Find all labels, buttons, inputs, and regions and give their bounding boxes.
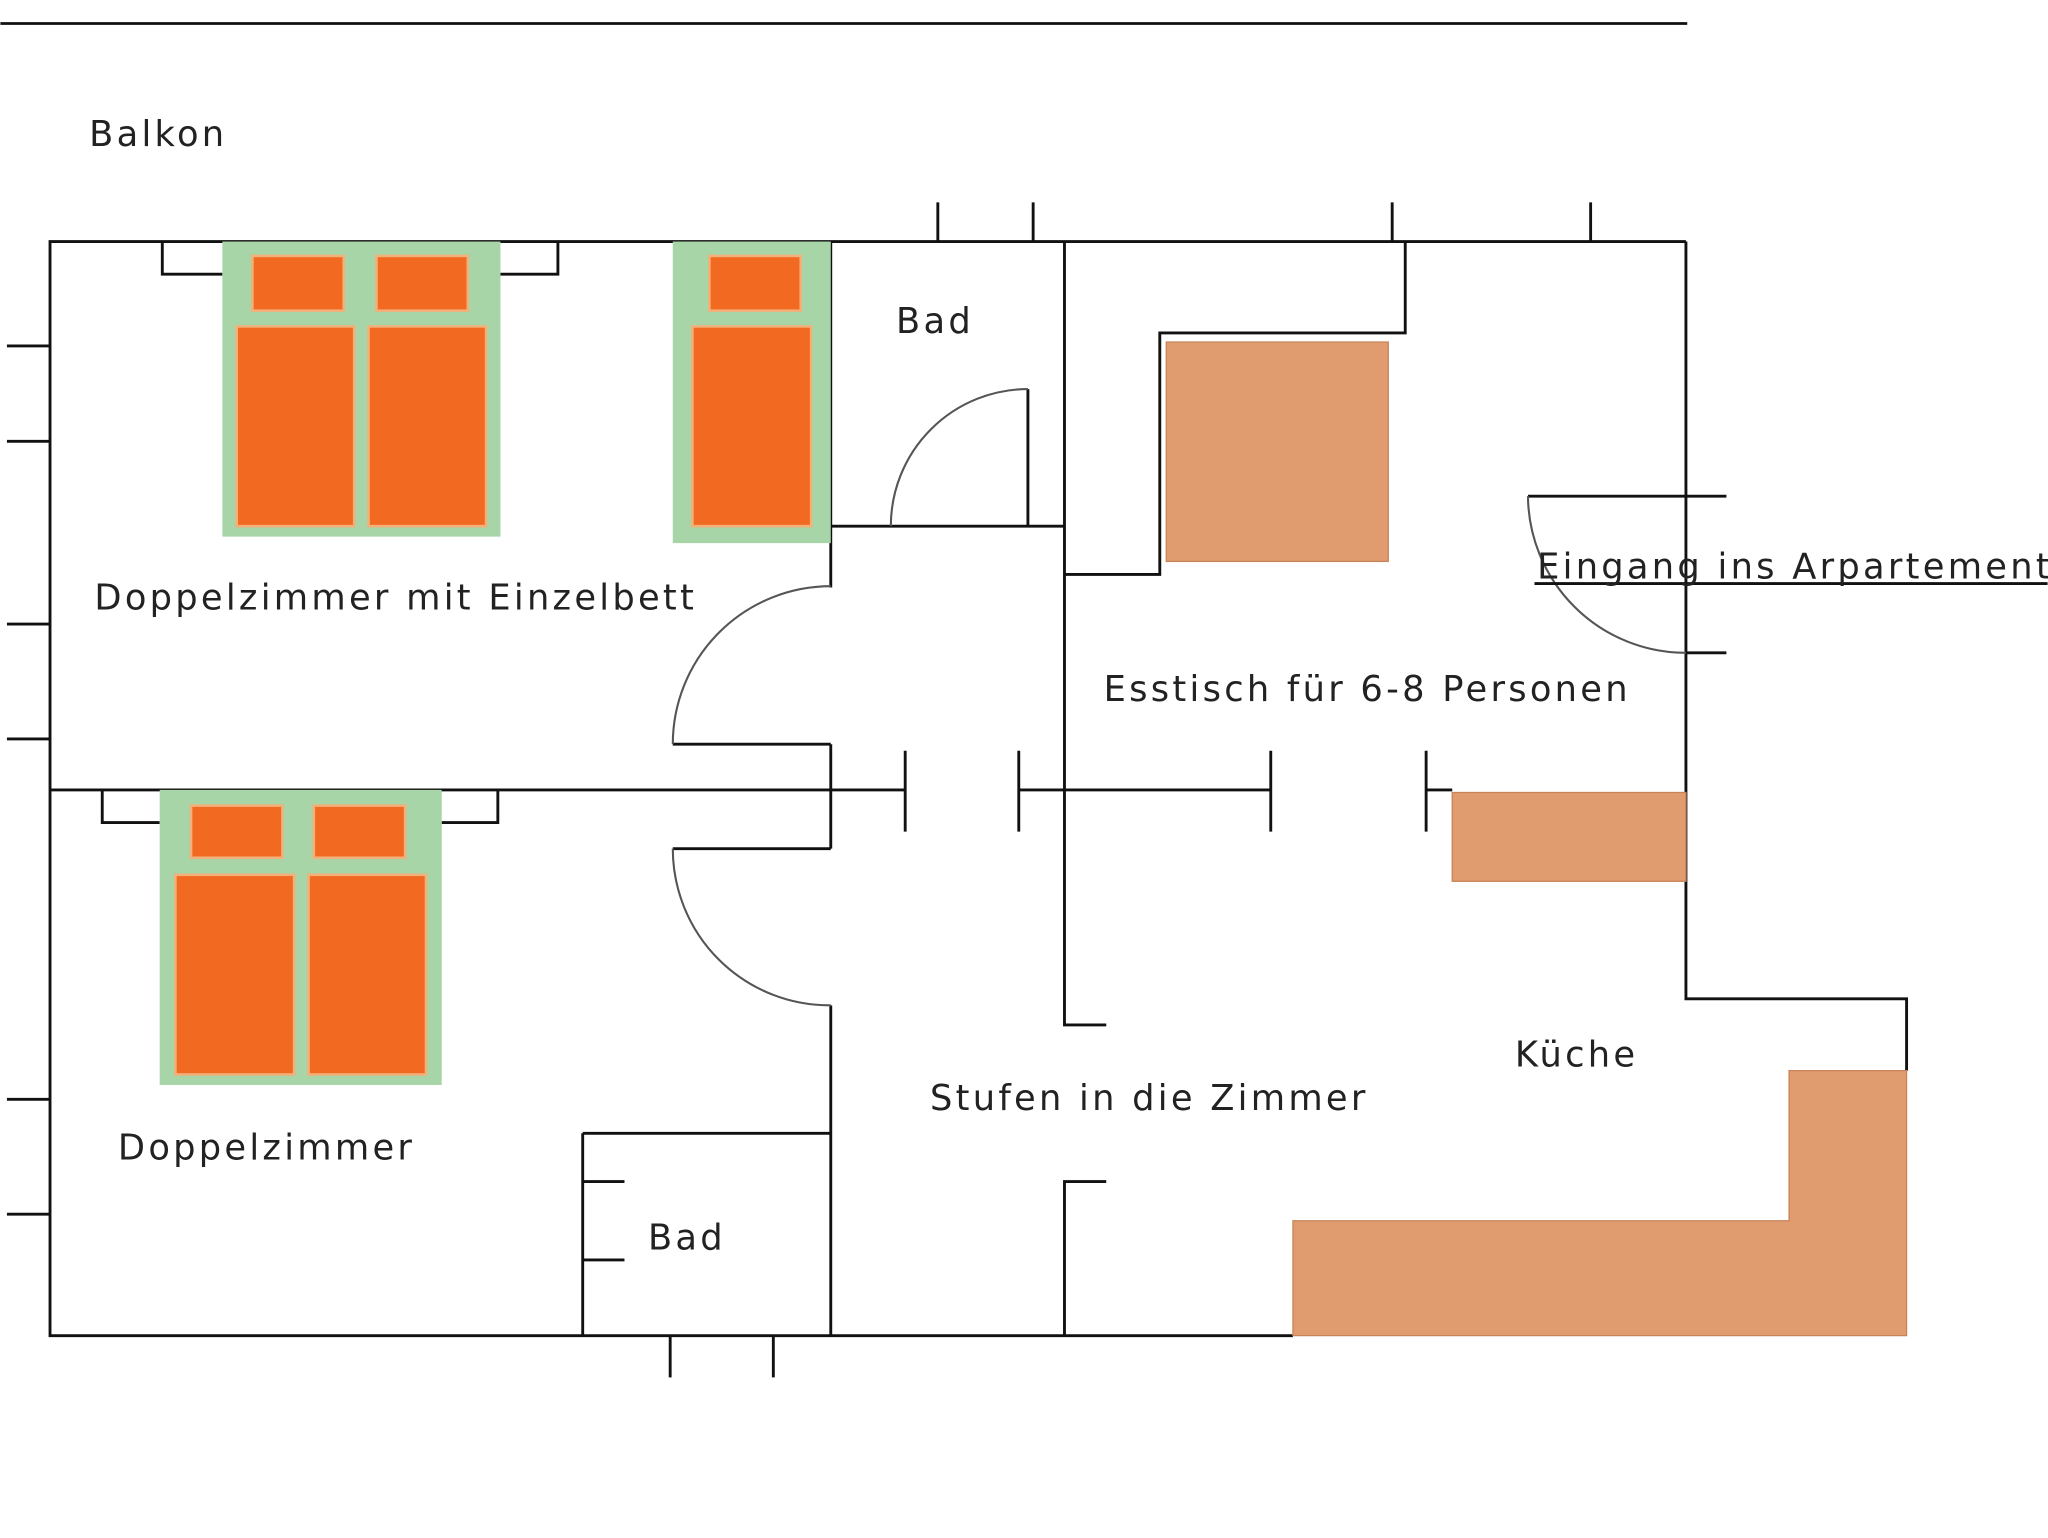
dining-table (1165, 341, 1389, 563)
double-bed-room2 (159, 789, 442, 1085)
single-bed-room1 (672, 241, 831, 544)
kitchen-counter-l (1292, 1069, 1908, 1337)
door-entrance (1526, 494, 2048, 655)
label-bath-bottom: Bad (648, 1217, 726, 1258)
label-steps: Stufen in die Zimmer (930, 1078, 1369, 1119)
door-bath-top (889, 388, 1030, 527)
kitchen-counter-upper (1451, 791, 1687, 882)
door-room1 (671, 585, 831, 746)
label-bath-top: Bad (896, 301, 974, 342)
double-bed-room1 (222, 241, 501, 537)
label-balcony: Balkon (89, 114, 227, 155)
door-room2 (671, 847, 831, 1007)
label-room1: Doppelzimmer mit Einzelbett (94, 578, 697, 619)
label-entrance: Eingang ins Arpartement " (1537, 546, 2048, 587)
label-room2: Doppelzimmer (118, 1127, 415, 1168)
label-kitchen: Küche (1515, 1035, 1638, 1076)
window-marks (6, 202, 1593, 1378)
label-dining: Esstisch für 6-8 Personen (1104, 669, 1631, 710)
